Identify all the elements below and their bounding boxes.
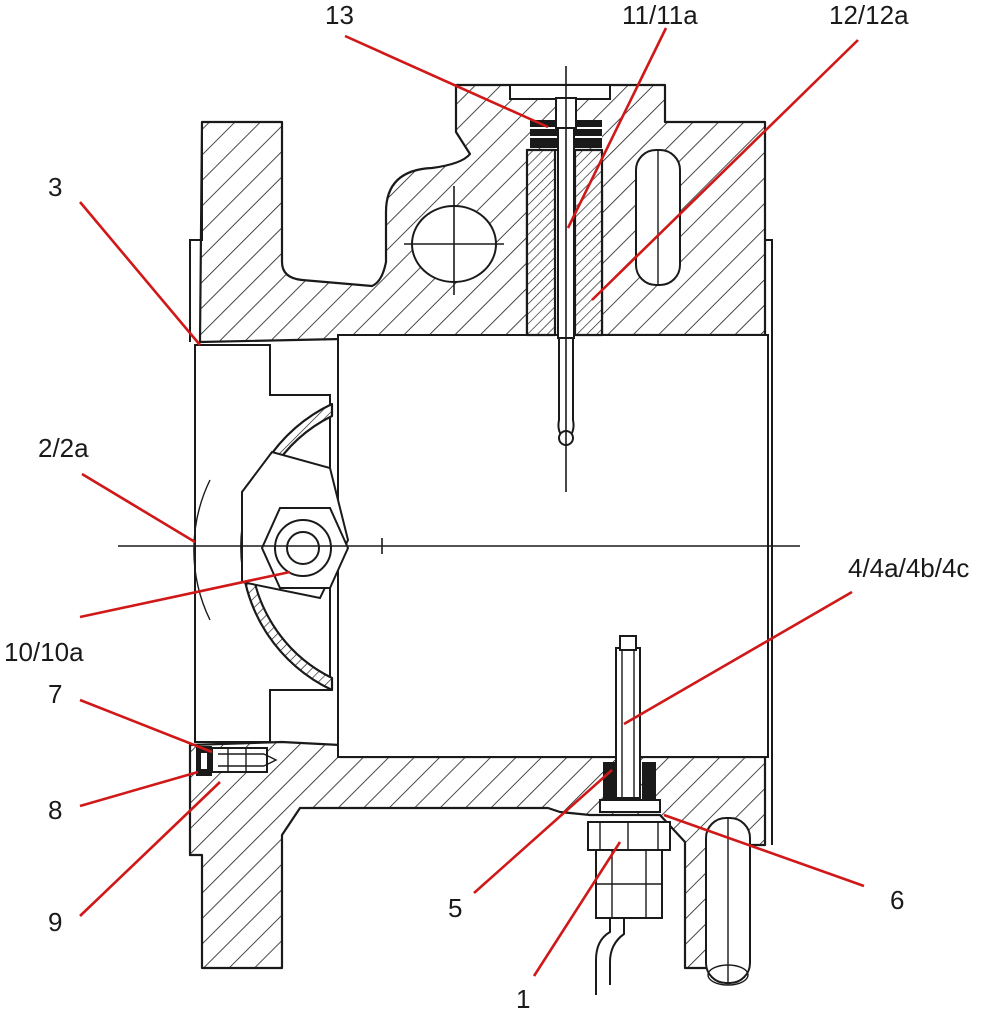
- label-3: 3: [48, 172, 62, 202]
- gasket-5-right: [642, 762, 656, 802]
- hinge-nut-inner: [286, 531, 320, 565]
- leader-5: [473, 769, 613, 894]
- sleeve-12-right: [573, 148, 604, 337]
- part-labels: 13 11/11a 12/12a 3 2/2a 10/10a 4/4a/4b/4…: [4, 0, 969, 1012]
- hinge-boss: [404, 186, 504, 295]
- leader-lines: [79, 27, 865, 977]
- label-12: 12/12a: [829, 0, 909, 30]
- leader-4: [623, 590, 853, 726]
- valve-flange-right: [764, 122, 773, 845]
- label-4: 4/4a/4b/4c: [848, 553, 969, 583]
- label-9: 9: [48, 907, 62, 937]
- label-11: 11/11a: [622, 0, 698, 30]
- label-5: 5: [448, 893, 462, 923]
- label-7: 7: [48, 679, 62, 709]
- leader-10: [79, 570, 291, 619]
- leader-7: [79, 698, 213, 754]
- leader-8: [79, 770, 199, 808]
- leader-1: [532, 841, 622, 977]
- label-13: 13: [325, 0, 354, 30]
- leader-6: [663, 813, 865, 888]
- leader-9: [79, 781, 221, 917]
- nut-6: [587, 821, 671, 851]
- leader-13: [344, 34, 549, 129]
- valve-flange-left: [189, 122, 203, 856]
- gasket-5: [603, 762, 615, 802]
- label-1: 1: [516, 984, 530, 1012]
- leader-2: [81, 472, 196, 544]
- leader-3: [79, 201, 201, 346]
- plug-bore: [211, 747, 268, 773]
- sleeve-12-left: [525, 148, 557, 337]
- label-10: 10/10a: [4, 637, 84, 667]
- stem-assembly: [509, 66, 611, 492]
- disc-2: [193, 402, 350, 692]
- drain-pipe: [595, 918, 625, 995]
- label-2: 2/2a: [38, 433, 89, 463]
- label-8: 8: [48, 795, 62, 825]
- leader-11: [566, 27, 668, 229]
- label-6: 6: [890, 885, 904, 915]
- drain-plug: [196, 746, 278, 776]
- leader-12: [591, 39, 859, 301]
- valve-body-lower-section: [188, 740, 767, 970]
